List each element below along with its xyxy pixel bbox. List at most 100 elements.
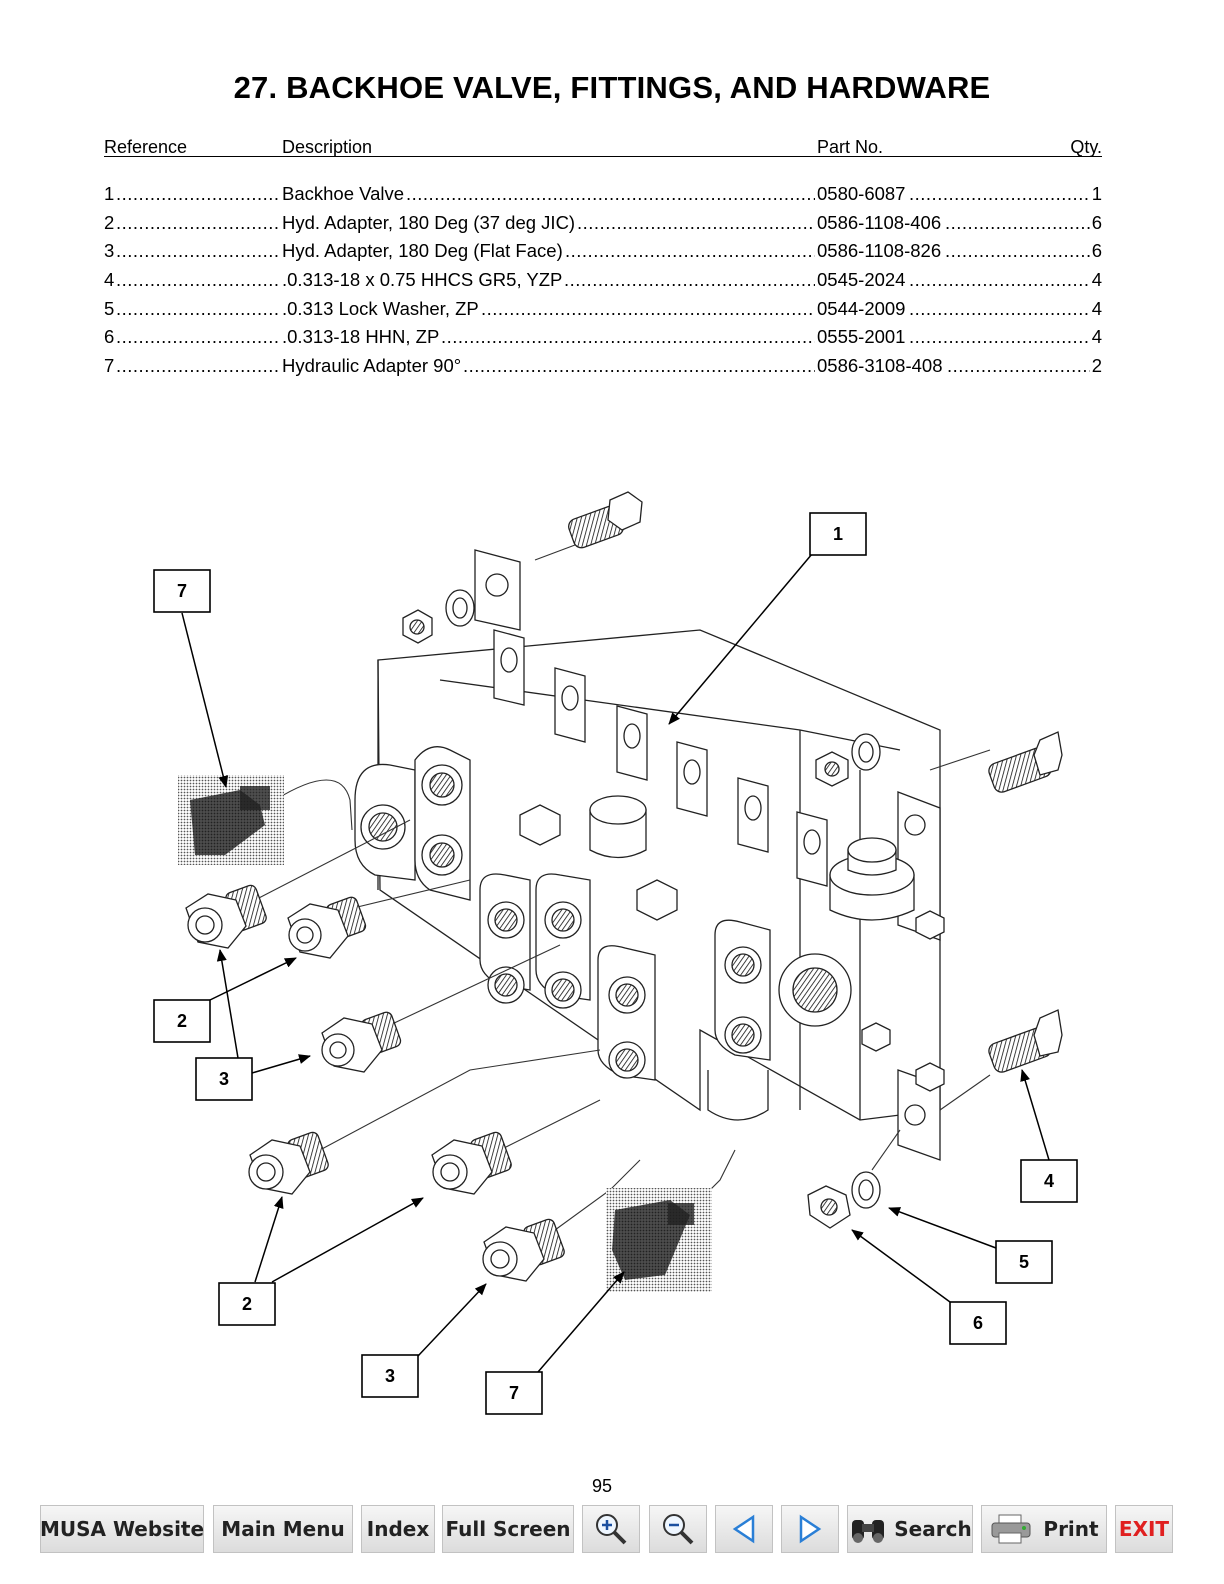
part-reference: 4 — [104, 269, 115, 291]
parts-list: 1 Backhoe Valve 0580-6087 1................… — [104, 182, 1102, 383]
elbow-adapter-bottom — [606, 1188, 712, 1292]
top-washer-nut — [402, 589, 475, 644]
part-qty: 1 — [1091, 183, 1102, 204]
callout-2-lower: 2 — [218, 1282, 276, 1326]
dot-leader: ........................................… — [116, 211, 280, 233]
adapter-d — [248, 1131, 329, 1195]
dot-leader: ........................................… — [947, 355, 1090, 377]
callout-label: 7 — [177, 581, 187, 601]
main-menu-label: Main Menu — [221, 1517, 345, 1541]
header-reference: Reference — [104, 137, 188, 157]
part-reference: 1 — [104, 183, 115, 204]
dot-leader: ........................................… — [909, 269, 1090, 291]
header-rule — [104, 156, 1102, 157]
right-top-washer-nut — [815, 733, 881, 787]
backhoe-valve-exploded-diagram: 1 7 2 3 4 5 6 2 3 7 — [153, 491, 1078, 1415]
callout-7-lower: 7 — [485, 1371, 543, 1415]
callout-3-upper: 3 — [195, 1057, 253, 1101]
part-number: 0545-2024 — [817, 269, 906, 291]
dot-leader: ........................................… — [909, 183, 1090, 204]
part-number: 0555-2001 — [817, 326, 906, 348]
part-reference: 3 — [104, 240, 115, 262]
search-label: Search — [894, 1517, 972, 1541]
parts-row: 1 Backhoe Valve 0580-6087 1................… — [104, 182, 1102, 211]
callout-label: 2 — [242, 1294, 252, 1314]
dot-leader: ........................................… — [406, 183, 815, 204]
dot-leader: ........................................… — [116, 240, 280, 262]
part-reference: 2 — [104, 211, 115, 233]
triangle-right-icon — [799, 1514, 822, 1544]
next-page-button[interactable] — [781, 1505, 839, 1553]
callout-label: 3 — [219, 1069, 229, 1089]
part-number: 0586-3108-408 — [817, 355, 943, 377]
musa-website-button[interactable]: MUSA Website — [40, 1505, 204, 1553]
dot-leader: ........................................… — [116, 355, 280, 377]
port-bosses — [354, 746, 852, 1081]
leader-arrows — [181, 553, 1050, 1373]
adapter-b — [287, 896, 367, 959]
top-bolt — [568, 491, 643, 549]
hydraulic-adapters — [185, 884, 565, 1282]
part-description: .0.313-18 HHN, ZP — [282, 326, 440, 348]
part-number: 0586-1108-826 — [817, 240, 942, 262]
callout-label: 4 — [1044, 1171, 1054, 1191]
exit-label: EXIT — [1118, 1517, 1170, 1541]
print-button[interactable]: Print — [981, 1505, 1107, 1553]
page-number: 95 — [591, 1476, 613, 1496]
zoom-out-button[interactable] — [649, 1505, 707, 1553]
full-screen-button[interactable]: Full Screen — [442, 1505, 574, 1553]
part-description: Hydraulic Adapter 90° — [282, 355, 462, 377]
part-description: Hyd. Adapter, 180 Deg (37 deg JIC) — [282, 211, 576, 233]
full-screen-label: Full Screen — [445, 1517, 571, 1541]
part-reference: 5 — [104, 297, 115, 319]
callout-7-left: 7 — [153, 569, 211, 613]
dot-leader: ........................................… — [577, 211, 815, 233]
index-label: Index — [366, 1517, 430, 1541]
part-description: .0.313-18 x 0.75 HHCS GR5, YZP — [282, 269, 563, 291]
callout-label: 6 — [973, 1313, 983, 1333]
adapter-f — [482, 1218, 565, 1282]
zoom-in-button[interactable] — [582, 1505, 640, 1553]
main-menu-button[interactable]: Main Menu — [213, 1505, 353, 1553]
binoculars-icon — [852, 1520, 885, 1543]
elbow-adapter-left — [178, 775, 284, 865]
page-title: 27. BACKHOE VALVE, FITTINGS, AND HARDWAR… — [233, 70, 991, 105]
print-label: Print — [1043, 1517, 1099, 1541]
callout-3-lower: 3 — [361, 1354, 419, 1398]
exit-button[interactable]: EXIT — [1115, 1505, 1173, 1553]
adapter-e — [431, 1131, 512, 1195]
index-button[interactable]: Index — [361, 1505, 435, 1553]
callout-label: 1 — [833, 524, 843, 544]
right-top-bolt — [988, 731, 1063, 793]
valve-body-drawing — [354, 549, 945, 1161]
dot-leader: ........................................… — [116, 183, 280, 204]
part-number: 0580-6087 — [817, 183, 906, 204]
dot-leader: ........................................… — [463, 355, 815, 377]
magnifier-plus-icon — [596, 1514, 627, 1545]
part-description: .0.313 Lock Washer, ZP — [282, 297, 479, 319]
callout-label: 7 — [509, 1383, 519, 1403]
callout-2-upper: 2 — [153, 999, 211, 1043]
dot-leader: ........................................… — [116, 326, 280, 348]
previous-page-button[interactable] — [715, 1505, 773, 1553]
dot-leader: ........................................… — [564, 269, 815, 291]
part-qty: 4 — [1091, 326, 1102, 348]
adapter-c — [321, 1011, 402, 1073]
callout-label: 5 — [1019, 1252, 1029, 1272]
bottom-washer-nut — [807, 1171, 881, 1229]
dot-leader: ........................................… — [481, 297, 815, 319]
search-button[interactable]: Search — [847, 1505, 973, 1553]
spool-clevises — [493, 629, 828, 887]
dot-leader: ........................................… — [909, 297, 1090, 319]
dot-leader: ........................................… — [116, 297, 280, 319]
header-qty: Qty. — [1070, 137, 1102, 157]
callout-1: 1 — [809, 512, 867, 556]
part-qty: 2 — [1091, 355, 1102, 377]
musa-website-label: MUSA Website — [39, 1517, 205, 1541]
part-description: Backhoe Valve — [282, 183, 405, 204]
printer-icon — [991, 1514, 1031, 1544]
dot-leader: ........................................… — [945, 211, 1090, 233]
